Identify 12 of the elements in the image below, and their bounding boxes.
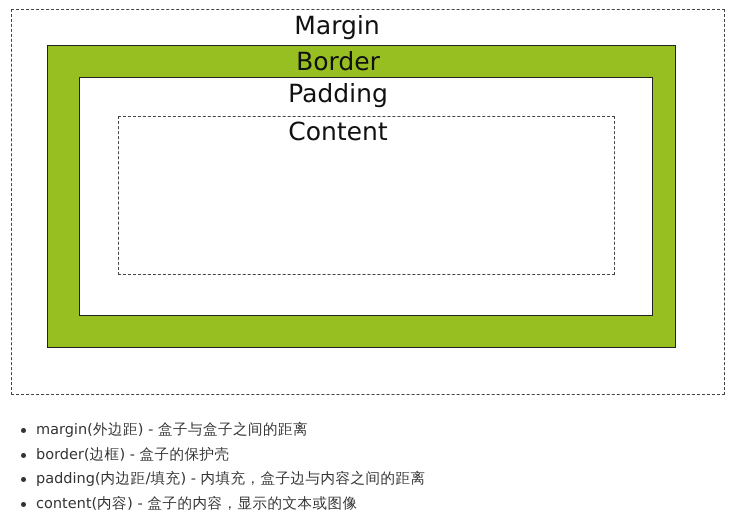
margin-box (11, 9, 725, 395)
box-label: Border (296, 47, 380, 77)
bullet-text: margin(外边距) - 盒子与盒子之间的距离 (36, 422, 308, 438)
bullet-text: border(边框) - 盒子的保护壳 (36, 446, 230, 462)
content-box (118, 116, 615, 275)
bullet-text: content(内容) - 盒子的内容，显示的文本或图像 (36, 496, 358, 512)
border-box (47, 45, 676, 348)
box-label: Padding (288, 79, 388, 109)
bullet-text: padding(内边距/填充) - 内填充，盒子边与内容之间的距离 (36, 471, 426, 487)
padding-box (79, 77, 653, 316)
box-label: Content (288, 117, 388, 147)
box-label: Margin (294, 11, 380, 41)
